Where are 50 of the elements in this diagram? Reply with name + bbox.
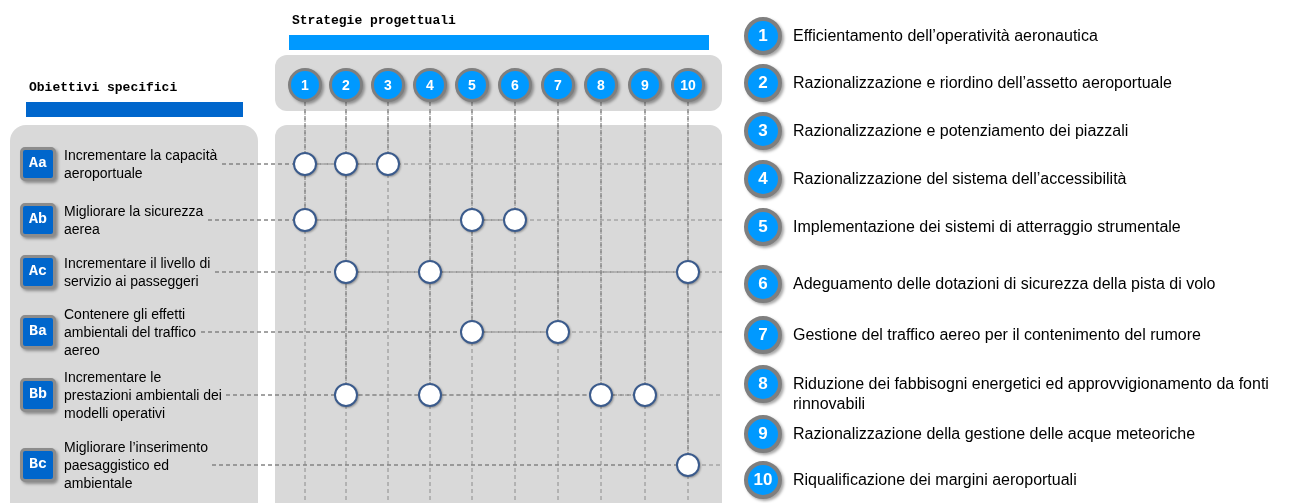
connector-line [316, 163, 335, 165]
strategy-description: Razionalizzazione e riordino dell’assetto aeroportuale [793, 73, 1173, 93]
strategy-description: Adeguamento delle dotazioni di sicurezza della pista di volo [793, 274, 1217, 294]
connector-line [345, 283, 347, 384]
connector-line [345, 101, 347, 153]
strategy-description: Efficientamento dell’operatività aeronautica [793, 26, 1099, 46]
connector-line [316, 219, 461, 221]
strategy-description: Razionalizzazione e potenziamento dei piazzali [793, 121, 1130, 141]
connector-line [429, 101, 431, 261]
objective-code-badge: Ab [20, 203, 56, 237]
objective-code-badge: Bc [20, 448, 56, 482]
connector-line [387, 101, 389, 153]
connector-line [441, 271, 677, 273]
connector-line [357, 163, 377, 165]
objective-text: Incrementare le prestazioni ambientali dei modelli operativi [64, 368, 223, 422]
objective-code-badge: Ba [20, 315, 56, 349]
objective-code-badge: Ac [20, 255, 56, 289]
connector-line [471, 231, 473, 321]
connector-line [357, 271, 419, 273]
objective-text: Incrementare il livello di servizio ai passeggeri [64, 254, 212, 290]
objective-text: Contenere gli effetti ambientali del traffico aereo [64, 305, 198, 359]
strategy-description: Implementazione dei sistemi di atterraggio strumentale [793, 217, 1182, 237]
connector-line [304, 175, 306, 209]
objective-text: Migliorare la sicurezza aerea [64, 202, 205, 238]
connector-line [483, 331, 547, 333]
objective-code-badge: Bb [20, 378, 56, 412]
strategy-description: Gestione del traffico aereo per il contenimento del rumore [793, 325, 1202, 345]
section-heading: Obiettivi specifici [28, 80, 179, 96]
connector-line [483, 219, 504, 221]
connector-line [211, 464, 677, 466]
strategy-description: Razionalizzazione del sistema dell’accessibilità [793, 169, 1128, 189]
strategy-description: Riduzione dei fabbisogni energetici ed approvvigionamento da fonti rinnovabili [793, 374, 1270, 414]
objective-text: Incrementare la capacità aeroportuale [64, 146, 219, 182]
section-heading: Strategie progettuali [291, 13, 457, 29]
connector-line [612, 394, 634, 396]
strategy-description: Riqualificazione dei margini aeroportuali [793, 470, 1078, 490]
connector-line [357, 394, 419, 396]
connector-line [304, 101, 306, 153]
connector-line [225, 394, 335, 396]
connector-line [600, 101, 602, 384]
connector-line [687, 283, 689, 454]
connector-line [514, 101, 516, 209]
connector-line [644, 101, 646, 384]
strategy-description: Razionalizzazione della gestione delle acque meteoriche [793, 424, 1197, 444]
connector-line [471, 101, 473, 209]
connector-line [687, 101, 689, 261]
objective-code-badge: Aa [20, 147, 56, 181]
objective-text: Migliorare l’inserimento paesaggistico ed ambientale [64, 438, 209, 492]
connector-line [429, 283, 431, 384]
connector-line [557, 101, 559, 321]
